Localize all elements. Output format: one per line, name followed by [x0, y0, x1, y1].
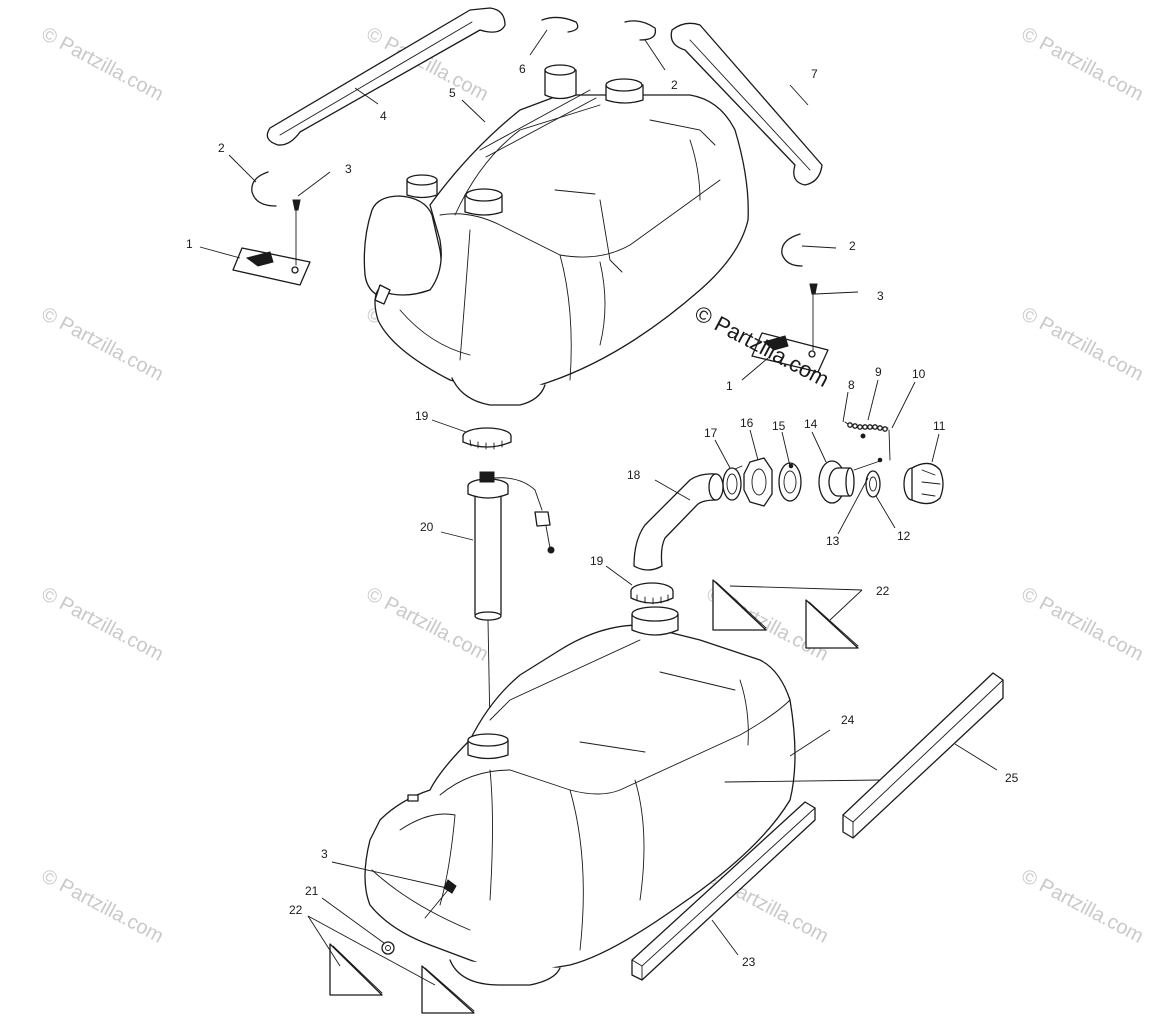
callout-16: 16 — [740, 416, 754, 430]
tether-chain-8-9-10 — [844, 421, 891, 461]
callout-25: 25 — [1005, 771, 1019, 785]
pad-22-top-left-edge — [715, 581, 767, 629]
nut-16 — [743, 457, 773, 507]
watermark: © Partzilla.com — [1018, 583, 1147, 666]
screw-3-lower — [424, 879, 457, 919]
callout-3: 3 — [345, 162, 352, 176]
callout-1: 1 — [186, 237, 193, 251]
callout-7: 7 — [811, 67, 818, 81]
callout-11: 11 — [933, 419, 946, 433]
filler-hose-18 — [633, 473, 724, 571]
callout-23: 23 — [742, 955, 756, 969]
pad-22-bottom-left-edge — [332, 945, 383, 994]
leader-lines — [199, 29, 998, 986]
callout-3: 3 — [877, 289, 884, 303]
lower-fuel-tank-24 — [364, 606, 881, 986]
pad-22-top-right-edge — [808, 601, 859, 647]
callout-19: 19 — [590, 554, 604, 568]
watermark: © Partzilla.com — [1018, 23, 1147, 106]
strap-7 — [670, 22, 823, 186]
callout-5: 5 — [449, 86, 456, 100]
callout-2: 2 — [671, 78, 678, 92]
screw-3-left — [292, 199, 301, 266]
callout-19: 19 — [415, 409, 429, 423]
callout-21: 21 — [305, 884, 319, 898]
clip-2-left — [251, 171, 277, 207]
fuel-cap-11 — [903, 462, 944, 505]
callout-9: 9 — [875, 365, 882, 379]
callout-13: 13 — [826, 534, 840, 548]
watermark: © Partzilla.com — [38, 23, 167, 106]
watermark: © Partzilla.com — [1018, 865, 1147, 948]
callout-20: 20 — [420, 520, 434, 534]
strip-23-edge — [631, 807, 816, 981]
callout-15: 15 — [772, 419, 786, 433]
callout-17: 17 — [704, 426, 718, 440]
bracket-1-left — [232, 247, 311, 286]
pad-22-bottom-right — [421, 965, 475, 1014]
callout-2: 2 — [849, 239, 856, 253]
callout-2: 2 — [218, 141, 225, 155]
callout-6: 6 — [519, 62, 526, 76]
watermark: © Partzilla.com — [38, 865, 167, 948]
clip-2-right — [781, 233, 803, 267]
callout-24: 24 — [841, 713, 855, 727]
callout-4: 4 — [380, 109, 387, 123]
callout-1: 1 — [726, 379, 733, 393]
callout-3: 3 — [321, 847, 328, 861]
clamp-17 — [722, 465, 743, 501]
pad-22-top-left — [712, 579, 767, 631]
watermark: © Partzilla.com — [38, 303, 167, 386]
ring-15 — [778, 462, 802, 502]
lock-ring-19-lower — [630, 582, 674, 605]
callout-10: 10 — [912, 367, 926, 381]
pad-22-bottom-right-edge — [424, 967, 475, 1012]
strap-4 — [266, 7, 506, 146]
gasket-12-inner — [869, 476, 877, 492]
upper-fuel-tank — [363, 64, 749, 406]
fitting-14 — [818, 457, 883, 504]
fuel-sender-20 — [467, 471, 555, 731]
callout-numbers: 1 1 2 2 2 3 3 3 4 5 6 7 8 9 10 11 12 13 … — [186, 62, 1019, 969]
watermark: © Partzilla.com — [38, 583, 167, 666]
watermark: © Partzilla.com — [363, 583, 492, 666]
gasket-12 — [865, 470, 881, 498]
callout-8: 8 — [848, 378, 855, 392]
pad-22-top-right — [805, 599, 859, 649]
washer-21 — [381, 941, 395, 955]
pad-22-bottom-left — [329, 943, 383, 996]
screw-3-right — [809, 283, 818, 351]
callout-18: 18 — [627, 468, 641, 482]
callout-22: 22 — [876, 584, 890, 598]
callout-12: 12 — [897, 529, 911, 543]
lock-ring-19-upper — [462, 427, 512, 450]
strip-25-edge — [842, 679, 1004, 839]
watermark: © Partzilla.com — [1018, 303, 1147, 386]
clip-2-top-left — [541, 16, 579, 33]
callout-22: 22 — [289, 903, 303, 917]
bracket-1-right — [751, 332, 829, 373]
clip-2-top-right — [624, 20, 657, 41]
callout-14: 14 — [804, 417, 818, 431]
